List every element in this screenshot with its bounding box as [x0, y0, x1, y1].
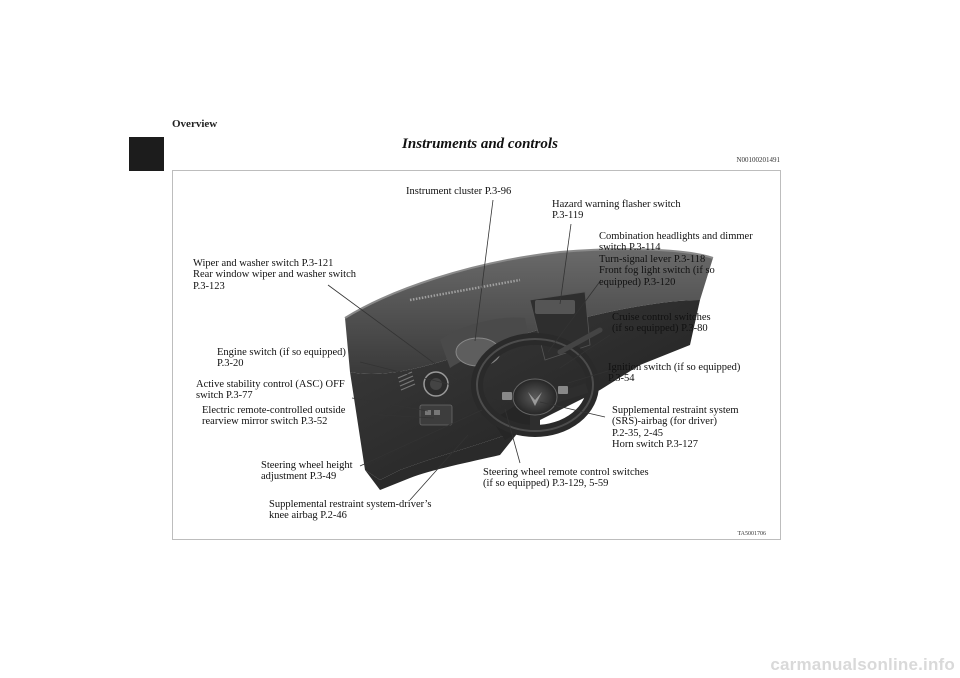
- callout-combination-switch: Combination headlights and dimmer switch…: [599, 231, 753, 288]
- figure-code: TA5001706: [700, 531, 766, 537]
- callout-srs-airbag: Supplemental restraint system (SRS)-airb…: [612, 405, 739, 451]
- callout-mirror-switch: Electric remote-controlled outside rearv…: [202, 405, 345, 428]
- hazard-switch-panel: [535, 300, 575, 314]
- callout-knee-airbag: Supplemental restraint system-driver’s k…: [269, 499, 432, 522]
- callout-asc-off-switch: Active stability control (ASC) OFF switc…: [196, 379, 345, 402]
- callout-ignition-switch: Ignition switch (if so equipped) P.3-54: [608, 362, 740, 385]
- callout-steering-height: Steering wheel height adjustment P.3-49: [261, 460, 353, 483]
- callout-engine-switch: Engine switch (if so equipped) P.3-20: [217, 347, 346, 370]
- callout-wiper-switch: Wiper and washer switch P.3-121 Rear win…: [193, 258, 356, 292]
- callout-hazard-switch: Hazard warning flasher switch P.3-119: [552, 199, 681, 222]
- callout-cruise-control: Cruise control switches (if so equipped)…: [612, 312, 711, 335]
- watermark: carmanualsonline.info: [555, 655, 955, 675]
- callout-instrument-cluster: Instrument cluster P.3-96: [406, 186, 511, 197]
- callout-steering-remote: Steering wheel remote control switches (…: [483, 467, 649, 490]
